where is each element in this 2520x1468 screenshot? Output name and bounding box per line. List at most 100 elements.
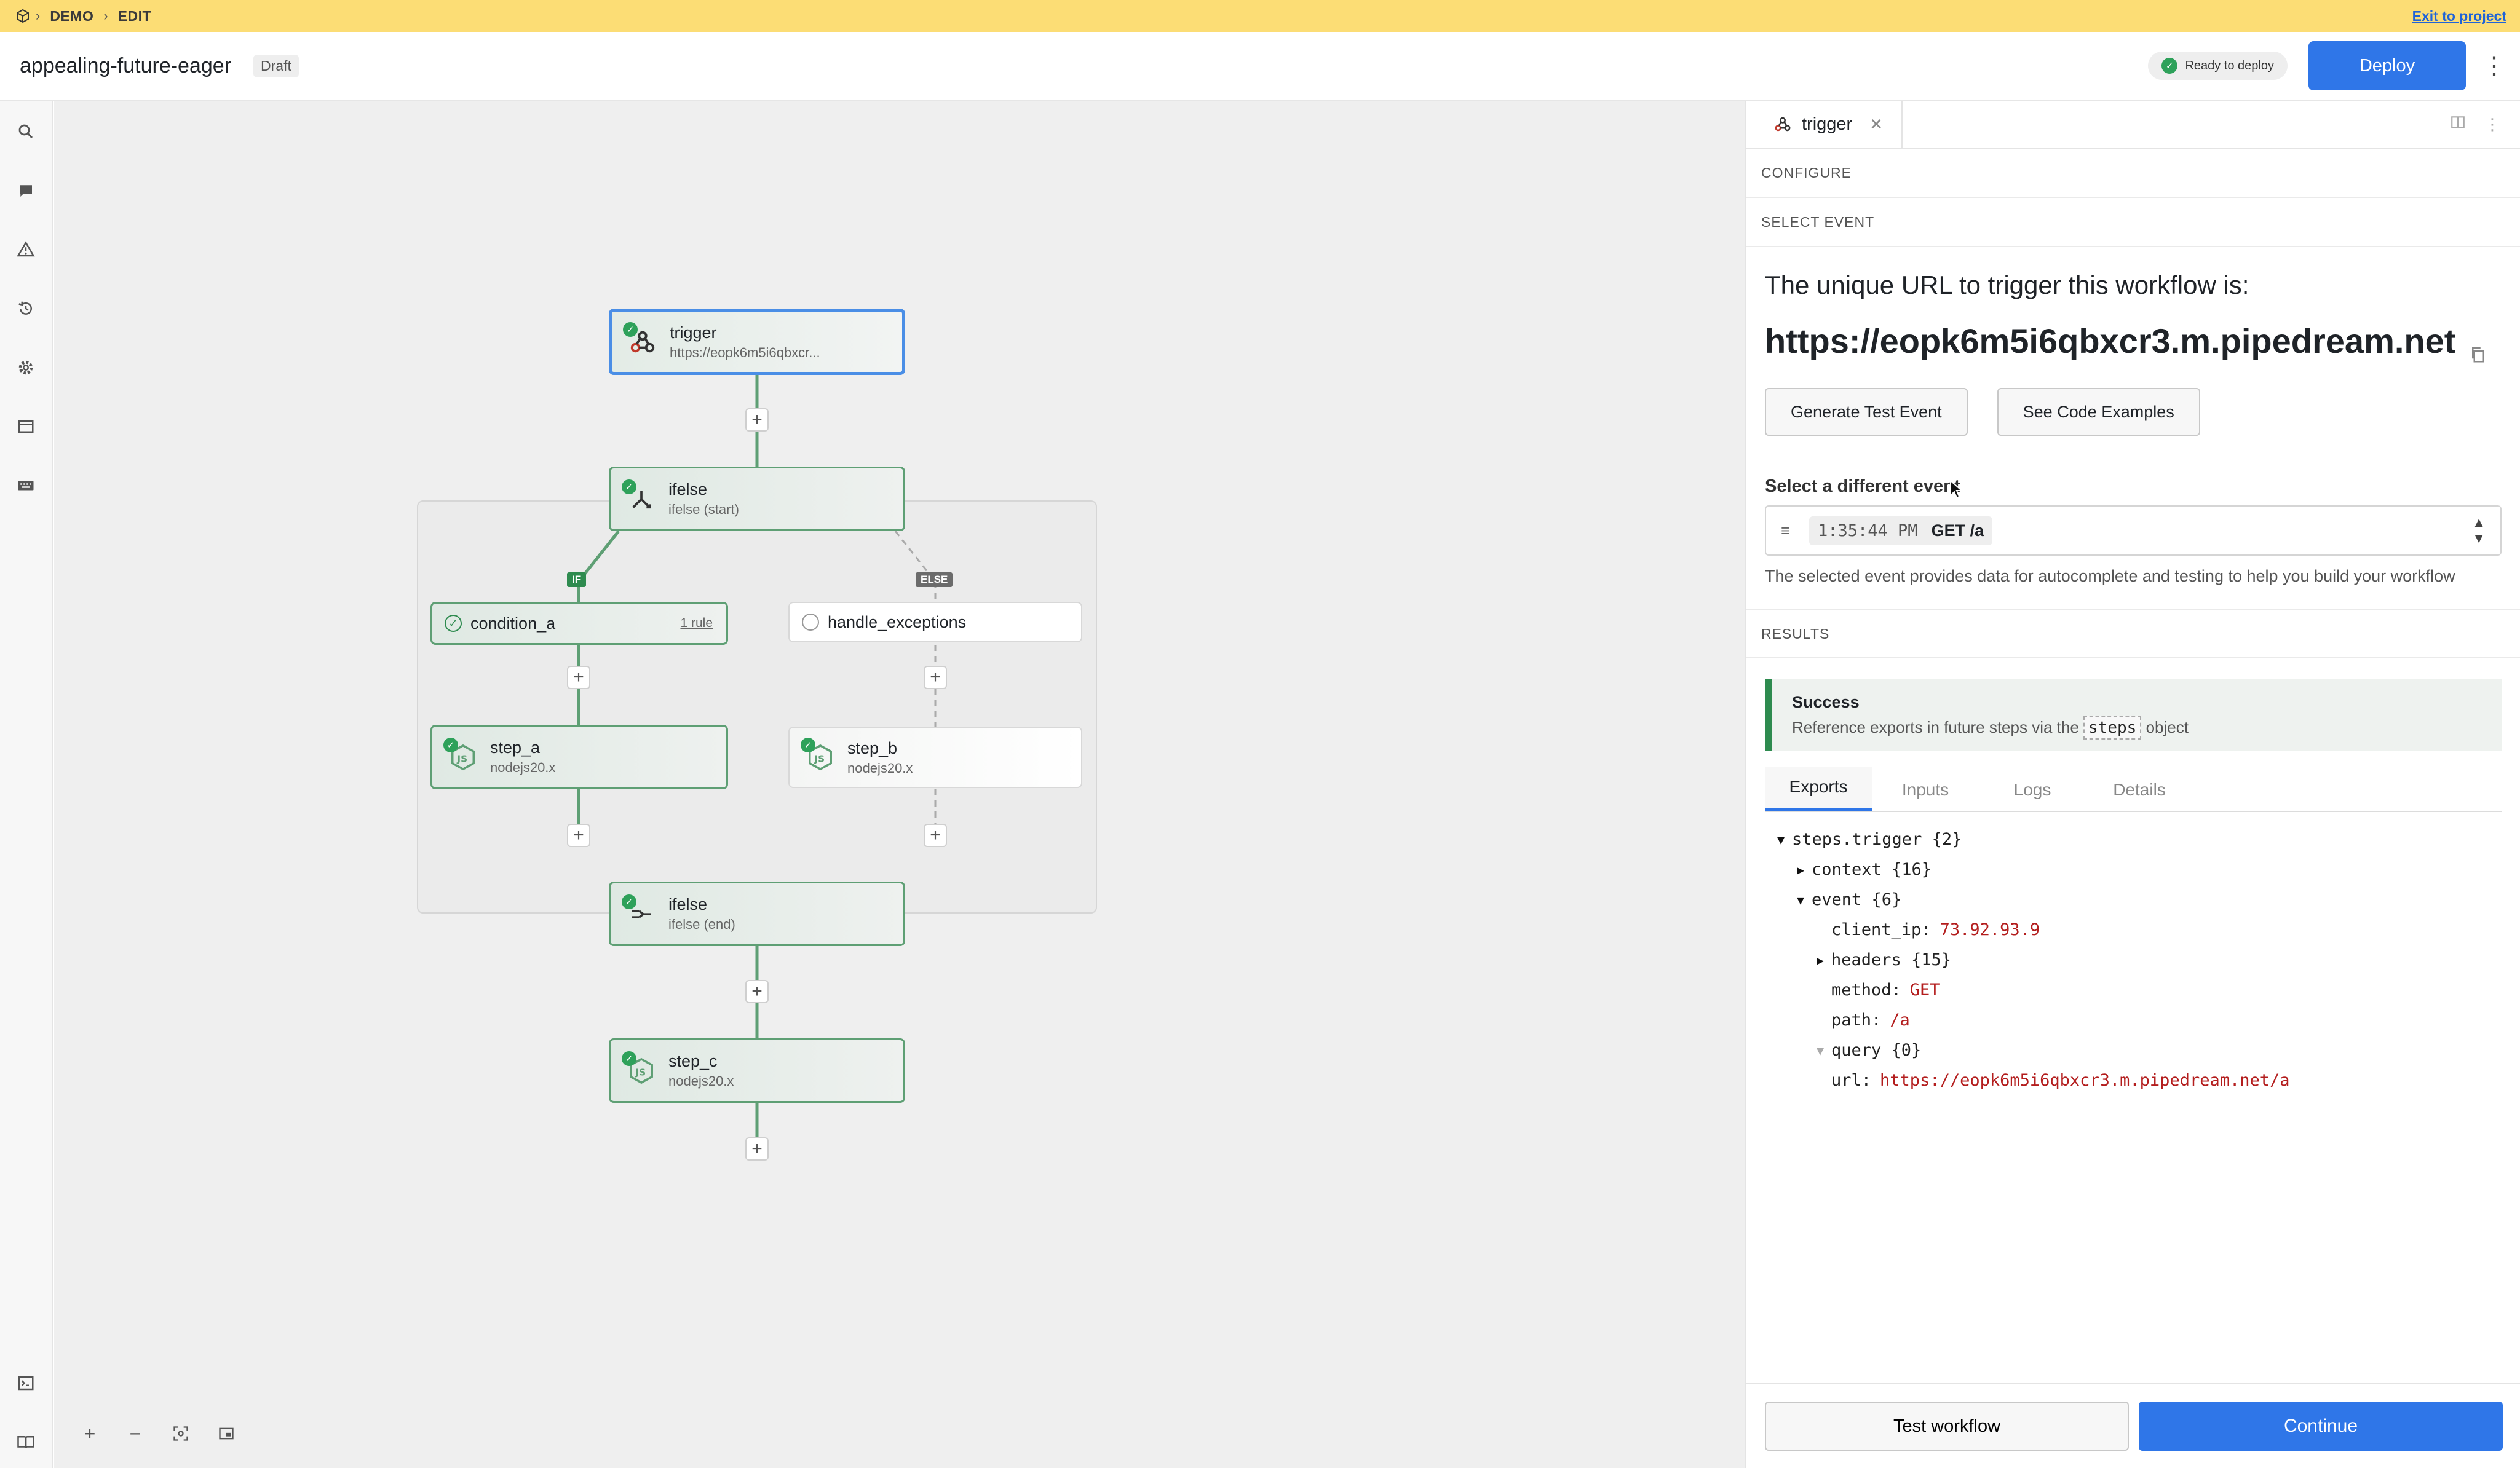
- add-step-button[interactable]: +: [567, 824, 590, 847]
- add-step-button[interactable]: +: [924, 666, 947, 689]
- ifelse-end-node[interactable]: ✓ ifelse ifelse (end): [609, 882, 905, 946]
- check-circle-icon: ✓: [622, 1051, 636, 1066]
- more-options-icon[interactable]: ⋮: [2482, 52, 2506, 79]
- settings-icon[interactable]: [14, 355, 38, 380]
- step-c-runtime: nodejs20.x: [668, 1073, 734, 1089]
- condition-a-title: condition_a: [470, 614, 556, 633]
- ifelse-end-title: ifelse: [668, 895, 708, 914]
- condition-a-node[interactable]: ✓ condition_a 1 rule: [430, 602, 728, 645]
- test-workflow-button[interactable]: Test workflow: [1765, 1402, 2129, 1451]
- select-event-section: The unique URL to trigger this workflow …: [1746, 270, 2520, 586]
- minimap-icon[interactable]: [215, 1423, 237, 1445]
- tab-logs[interactable]: Logs: [2013, 780, 2051, 799]
- ifelse-start-sub: ifelse (start): [668, 502, 739, 517]
- step-a-node[interactable]: ✓ JS step_a nodejs20.x: [430, 725, 728, 789]
- app-logo-icon[interactable]: [14, 7, 32, 25]
- add-step-button[interactable]: +: [567, 666, 590, 689]
- trigger-node-title: trigger: [670, 323, 717, 342]
- continue-button[interactable]: Continue: [2139, 1402, 2503, 1451]
- nodejs-icon: ✓ JS: [801, 738, 839, 776]
- panel-footer: Test workflow Continue: [1746, 1383, 2520, 1468]
- check-circle-icon: ✓: [445, 615, 462, 632]
- condition-a-rule-count[interactable]: 1 rule: [680, 616, 713, 630]
- ifelse-start-node[interactable]: ✓ ifelse ifelse (start): [609, 467, 905, 531]
- chevron-right-icon: ›: [103, 8, 108, 23]
- tree-key: context {16}: [1812, 860, 1932, 879]
- caret-down-icon[interactable]: ▼: [1797, 892, 1805, 907]
- check-circle-icon: ✓: [623, 322, 638, 337]
- keyboard-icon[interactable]: [14, 473, 38, 498]
- add-step-button[interactable]: +: [745, 1137, 769, 1161]
- chevron-right-icon: ›: [36, 8, 41, 23]
- nodejs-icon: ✓ JS: [443, 737, 481, 776]
- selected-event-chip: 1:35:44 PM GET /a: [1809, 516, 1993, 545]
- webhook-icon: ✓: [623, 322, 661, 360]
- generate-test-event-button[interactable]: Generate Test Event: [1765, 388, 1968, 436]
- step-config-panel: trigger ✕ ⋮ CONFIGURE SELECT EVENT The u…: [1745, 101, 2520, 1468]
- ifelse-start-title: ifelse: [668, 480, 708, 499]
- caret-down-icon[interactable]: ▼: [1777, 832, 1785, 847]
- caret-right-icon[interactable]: ▶: [1817, 952, 1825, 968]
- workflow-header: appealing-future-eager Draft ✓ Ready to …: [0, 32, 2520, 101]
- book-icon[interactable]: [14, 1430, 38, 1454]
- add-step-button[interactable]: +: [745, 408, 769, 432]
- deploy-button[interactable]: Deploy: [2308, 41, 2466, 90]
- more-options-icon[interactable]: ⋮: [2484, 114, 2500, 133]
- breadcrumb-demo[interactable]: DEMO: [50, 7, 94, 24]
- copy-icon[interactable]: [2469, 332, 2487, 362]
- caret-down-icon[interactable]: ▼: [1817, 1043, 1825, 1058]
- workflow-canvas[interactable]: ✓ trigger https://eopk6m5i6qbxcr... + ✓ …: [54, 101, 1745, 1468]
- left-sidebar: [0, 101, 53, 1468]
- caret-right-icon[interactable]: ▶: [1797, 862, 1805, 877]
- split-view-icon[interactable]: [2450, 114, 2466, 135]
- event-select[interactable]: ≡ 1:35:44 PM GET /a ▲▼: [1765, 505, 2502, 556]
- mouse-cursor-icon: [1950, 479, 1963, 499]
- breadcrumb-edit: EDIT: [117, 7, 152, 24]
- history-icon[interactable]: [14, 296, 38, 321]
- tab-exports[interactable]: Exports: [1765, 767, 1872, 811]
- warning-icon[interactable]: [14, 237, 38, 262]
- step-a-title: step_a: [490, 738, 541, 757]
- tree-row[interactable]: ▶ context {16}: [1777, 854, 2520, 885]
- tree-value[interactable]: https://eopk6m5i6qbxcr3.m.pipedream.net/…: [1880, 1071, 2290, 1090]
- tab-details[interactable]: Details: [2113, 780, 2166, 799]
- terminal-icon[interactable]: [14, 1371, 38, 1395]
- tree-row[interactable]: ▼ event {6}: [1777, 885, 2520, 915]
- tree-key: steps.trigger {2}: [1792, 830, 1962, 849]
- zoom-out-button[interactable]: −: [129, 1422, 141, 1445]
- tree-row[interactable]: ▶ headers {15}: [1777, 945, 2520, 975]
- panel-tabbar: trigger ✕ ⋮: [1746, 101, 2520, 149]
- edit-banner: › DEMO › EDIT Exit to project: [0, 0, 2520, 32]
- zoom-in-button[interactable]: +: [84, 1422, 96, 1445]
- tab-trigger[interactable]: trigger ✕: [1746, 101, 1903, 148]
- select-arrows-icon: ▲▼: [2472, 515, 2486, 546]
- search-icon[interactable]: [14, 119, 38, 144]
- window-icon[interactable]: [14, 414, 38, 439]
- event-helper-text: The selected event provides data for aut…: [1765, 567, 2455, 585]
- exit-to-project-link[interactable]: Exit to project: [2412, 7, 2506, 24]
- step-b-node[interactable]: ✓ JS step_b nodejs20.x: [788, 727, 1082, 788]
- add-step-button[interactable]: +: [745, 980, 769, 1003]
- tree-row[interactable]: ▼ steps.trigger {2}: [1777, 824, 2520, 854]
- trigger-url[interactable]: https://eopk6m5i6qbxcr3.m.pipedream.net: [1765, 322, 2456, 360]
- workflow-title[interactable]: appealing-future-eager: [20, 53, 232, 77]
- trigger-node[interactable]: ✓ trigger https://eopk6m5i6qbxcr...: [609, 309, 905, 375]
- check-circle-icon: ✓: [622, 894, 636, 909]
- handle-exceptions-node[interactable]: handle_exceptions: [788, 602, 1082, 642]
- merge-icon: ✓: [622, 894, 660, 933]
- tree-row[interactable]: ▼ query {0}: [1777, 1035, 2520, 1065]
- see-code-examples-button[interactable]: See Code Examples: [1997, 388, 2200, 436]
- svg-text:JS: JS: [635, 1067, 646, 1078]
- close-icon[interactable]: ✕: [1869, 114, 1883, 133]
- step-c-node[interactable]: ✓ JS step_c nodejs20.x: [609, 1038, 905, 1103]
- branch-icon: ✓: [622, 479, 660, 518]
- chat-icon[interactable]: [14, 178, 38, 203]
- success-description: Reference exports in future steps via th…: [1792, 716, 2482, 740]
- step-b-runtime: nodejs20.x: [847, 760, 913, 776]
- fit-view-icon[interactable]: [170, 1423, 192, 1445]
- tree-row: client_ip: 73.92.93.9: [1777, 915, 2520, 945]
- tab-inputs[interactable]: Inputs: [1901, 780, 1949, 799]
- add-step-button[interactable]: +: [924, 824, 947, 847]
- check-circle-icon: ✓: [443, 737, 458, 752]
- tab-trigger-label: trigger: [1802, 114, 1853, 134]
